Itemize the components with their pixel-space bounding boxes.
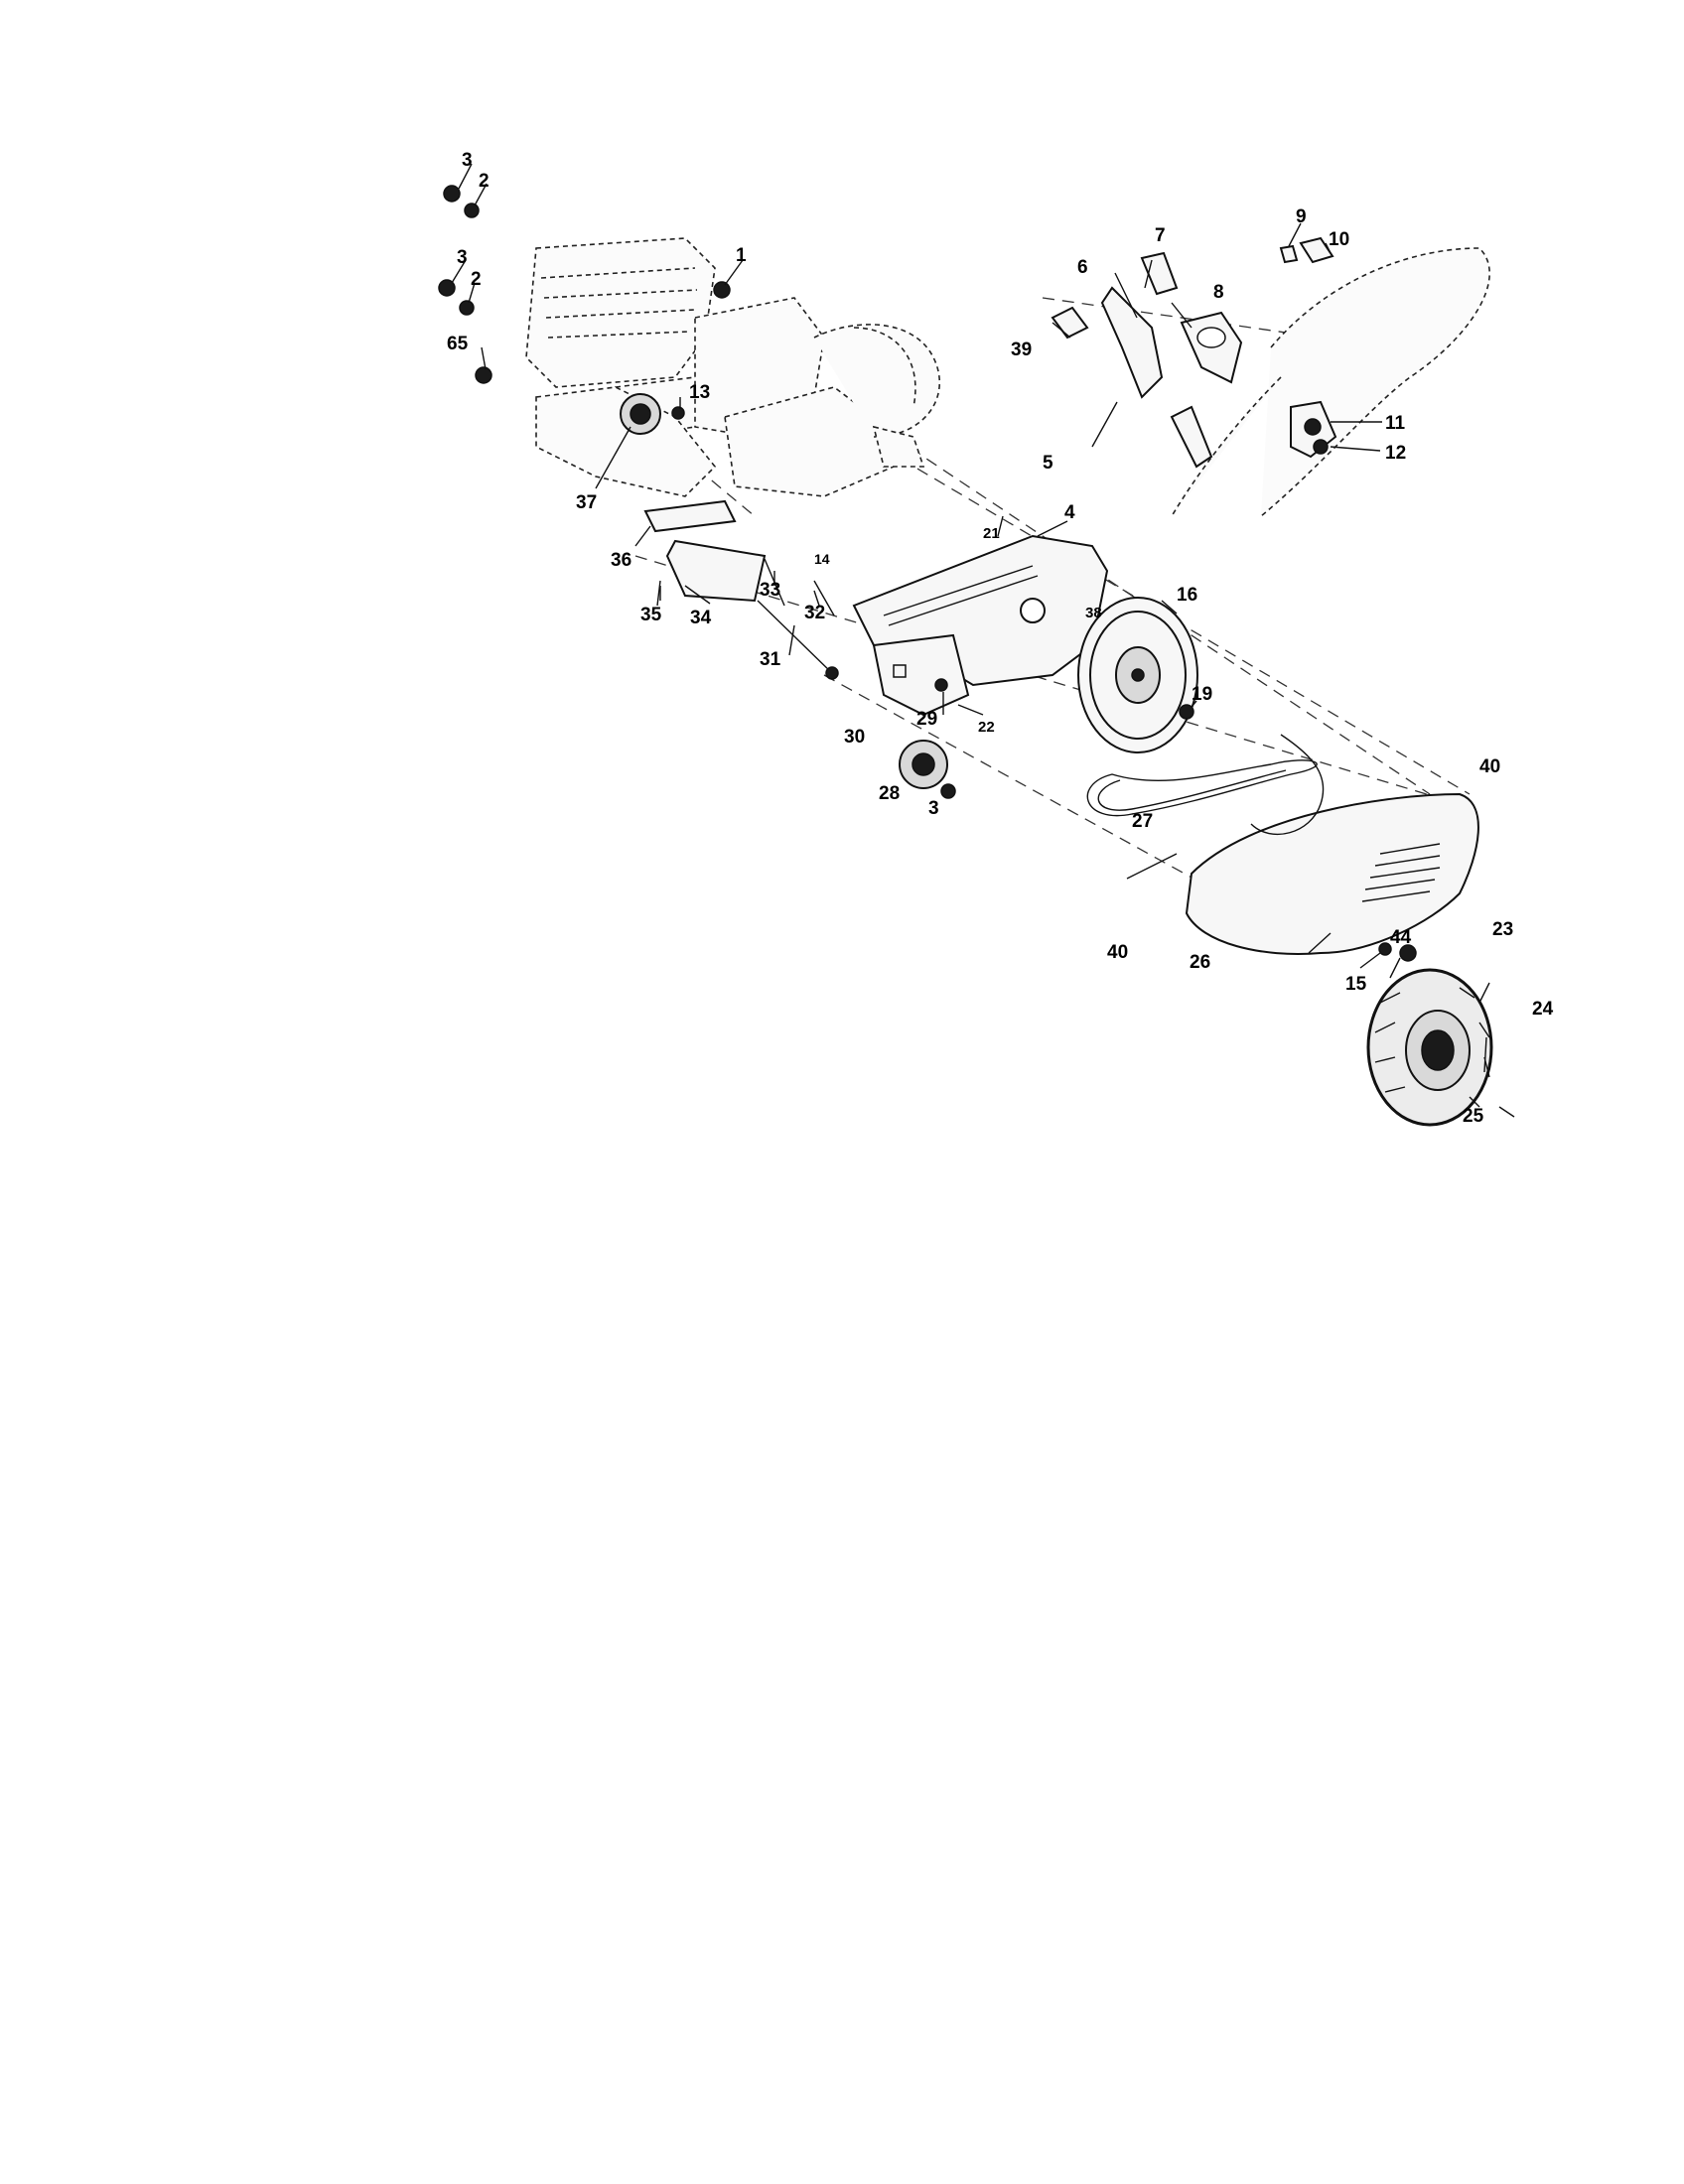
callout-34: 34 — [690, 608, 712, 628]
callout-40-left: 40 — [1107, 942, 1128, 963]
callout-14: 14 — [814, 551, 830, 567]
callout-labels: 3 2 3 2 1 65 13 37 36 35 34 33 32 31 14 … — [447, 150, 1554, 1127]
callout-3-idler: 3 — [928, 798, 939, 819]
callout-19: 19 — [1192, 684, 1212, 705]
callout-9: 9 — [1296, 206, 1307, 227]
callout-65: 65 — [447, 334, 469, 354]
main-pulley — [1077, 597, 1198, 753]
callout-37: 37 — [576, 492, 597, 513]
callout-5: 5 — [1043, 453, 1053, 474]
callout-30: 30 — [844, 727, 865, 748]
callout-4: 4 — [1064, 502, 1075, 523]
v-belt — [1086, 734, 1325, 836]
callout-21: 21 — [983, 525, 1000, 542]
callout-24: 24 — [1532, 999, 1554, 1020]
callout-44: 44 — [1390, 927, 1412, 948]
callout-28: 28 — [879, 783, 900, 804]
callout-7: 7 — [1155, 225, 1166, 246]
callout-2-mid: 2 — [471, 269, 482, 290]
callout-26: 26 — [1190, 952, 1210, 973]
callout-25: 25 — [1463, 1106, 1484, 1127]
callout-10: 10 — [1329, 229, 1349, 250]
callout-27: 27 — [1132, 811, 1153, 832]
callout-8: 8 — [1213, 282, 1224, 303]
callout-36: 36 — [611, 550, 632, 571]
leader-lines — [451, 163, 1490, 1004]
callout-11: 11 — [1385, 413, 1406, 434]
callout-35: 35 — [640, 605, 662, 625]
mount-bracket-and-plate — [643, 499, 767, 603]
frame-bracket — [852, 534, 1109, 717]
transmission-housing — [535, 297, 941, 497]
callout-13: 13 — [689, 382, 710, 403]
callout-15: 15 — [1345, 974, 1367, 995]
callout-12: 12 — [1385, 443, 1406, 464]
belt-guard — [1185, 792, 1479, 955]
hardware — [438, 185, 1515, 1118]
callout-2-top: 2 — [479, 171, 490, 192]
callout-3-top: 3 — [462, 150, 473, 171]
callout-32: 32 — [804, 603, 825, 623]
callout-3-mid: 3 — [457, 247, 468, 268]
callout-6: 6 — [1077, 257, 1088, 278]
callout-23: 23 — [1492, 919, 1513, 940]
callout-38: 38 — [1085, 605, 1102, 621]
callout-29: 29 — [916, 709, 937, 730]
engine-pulley — [620, 393, 661, 435]
callout-31: 31 — [760, 649, 781, 670]
wheel — [1366, 968, 1493, 1127]
callout-16: 16 — [1177, 585, 1197, 606]
idler-pulley — [899, 740, 948, 789]
callout-22: 22 — [978, 719, 995, 736]
callout-40-right: 40 — [1479, 756, 1500, 777]
callout-39: 39 — [1011, 340, 1032, 360]
callout-33: 33 — [760, 580, 780, 601]
handle-controls — [1051, 236, 1490, 517]
callout-1: 1 — [736, 245, 747, 266]
